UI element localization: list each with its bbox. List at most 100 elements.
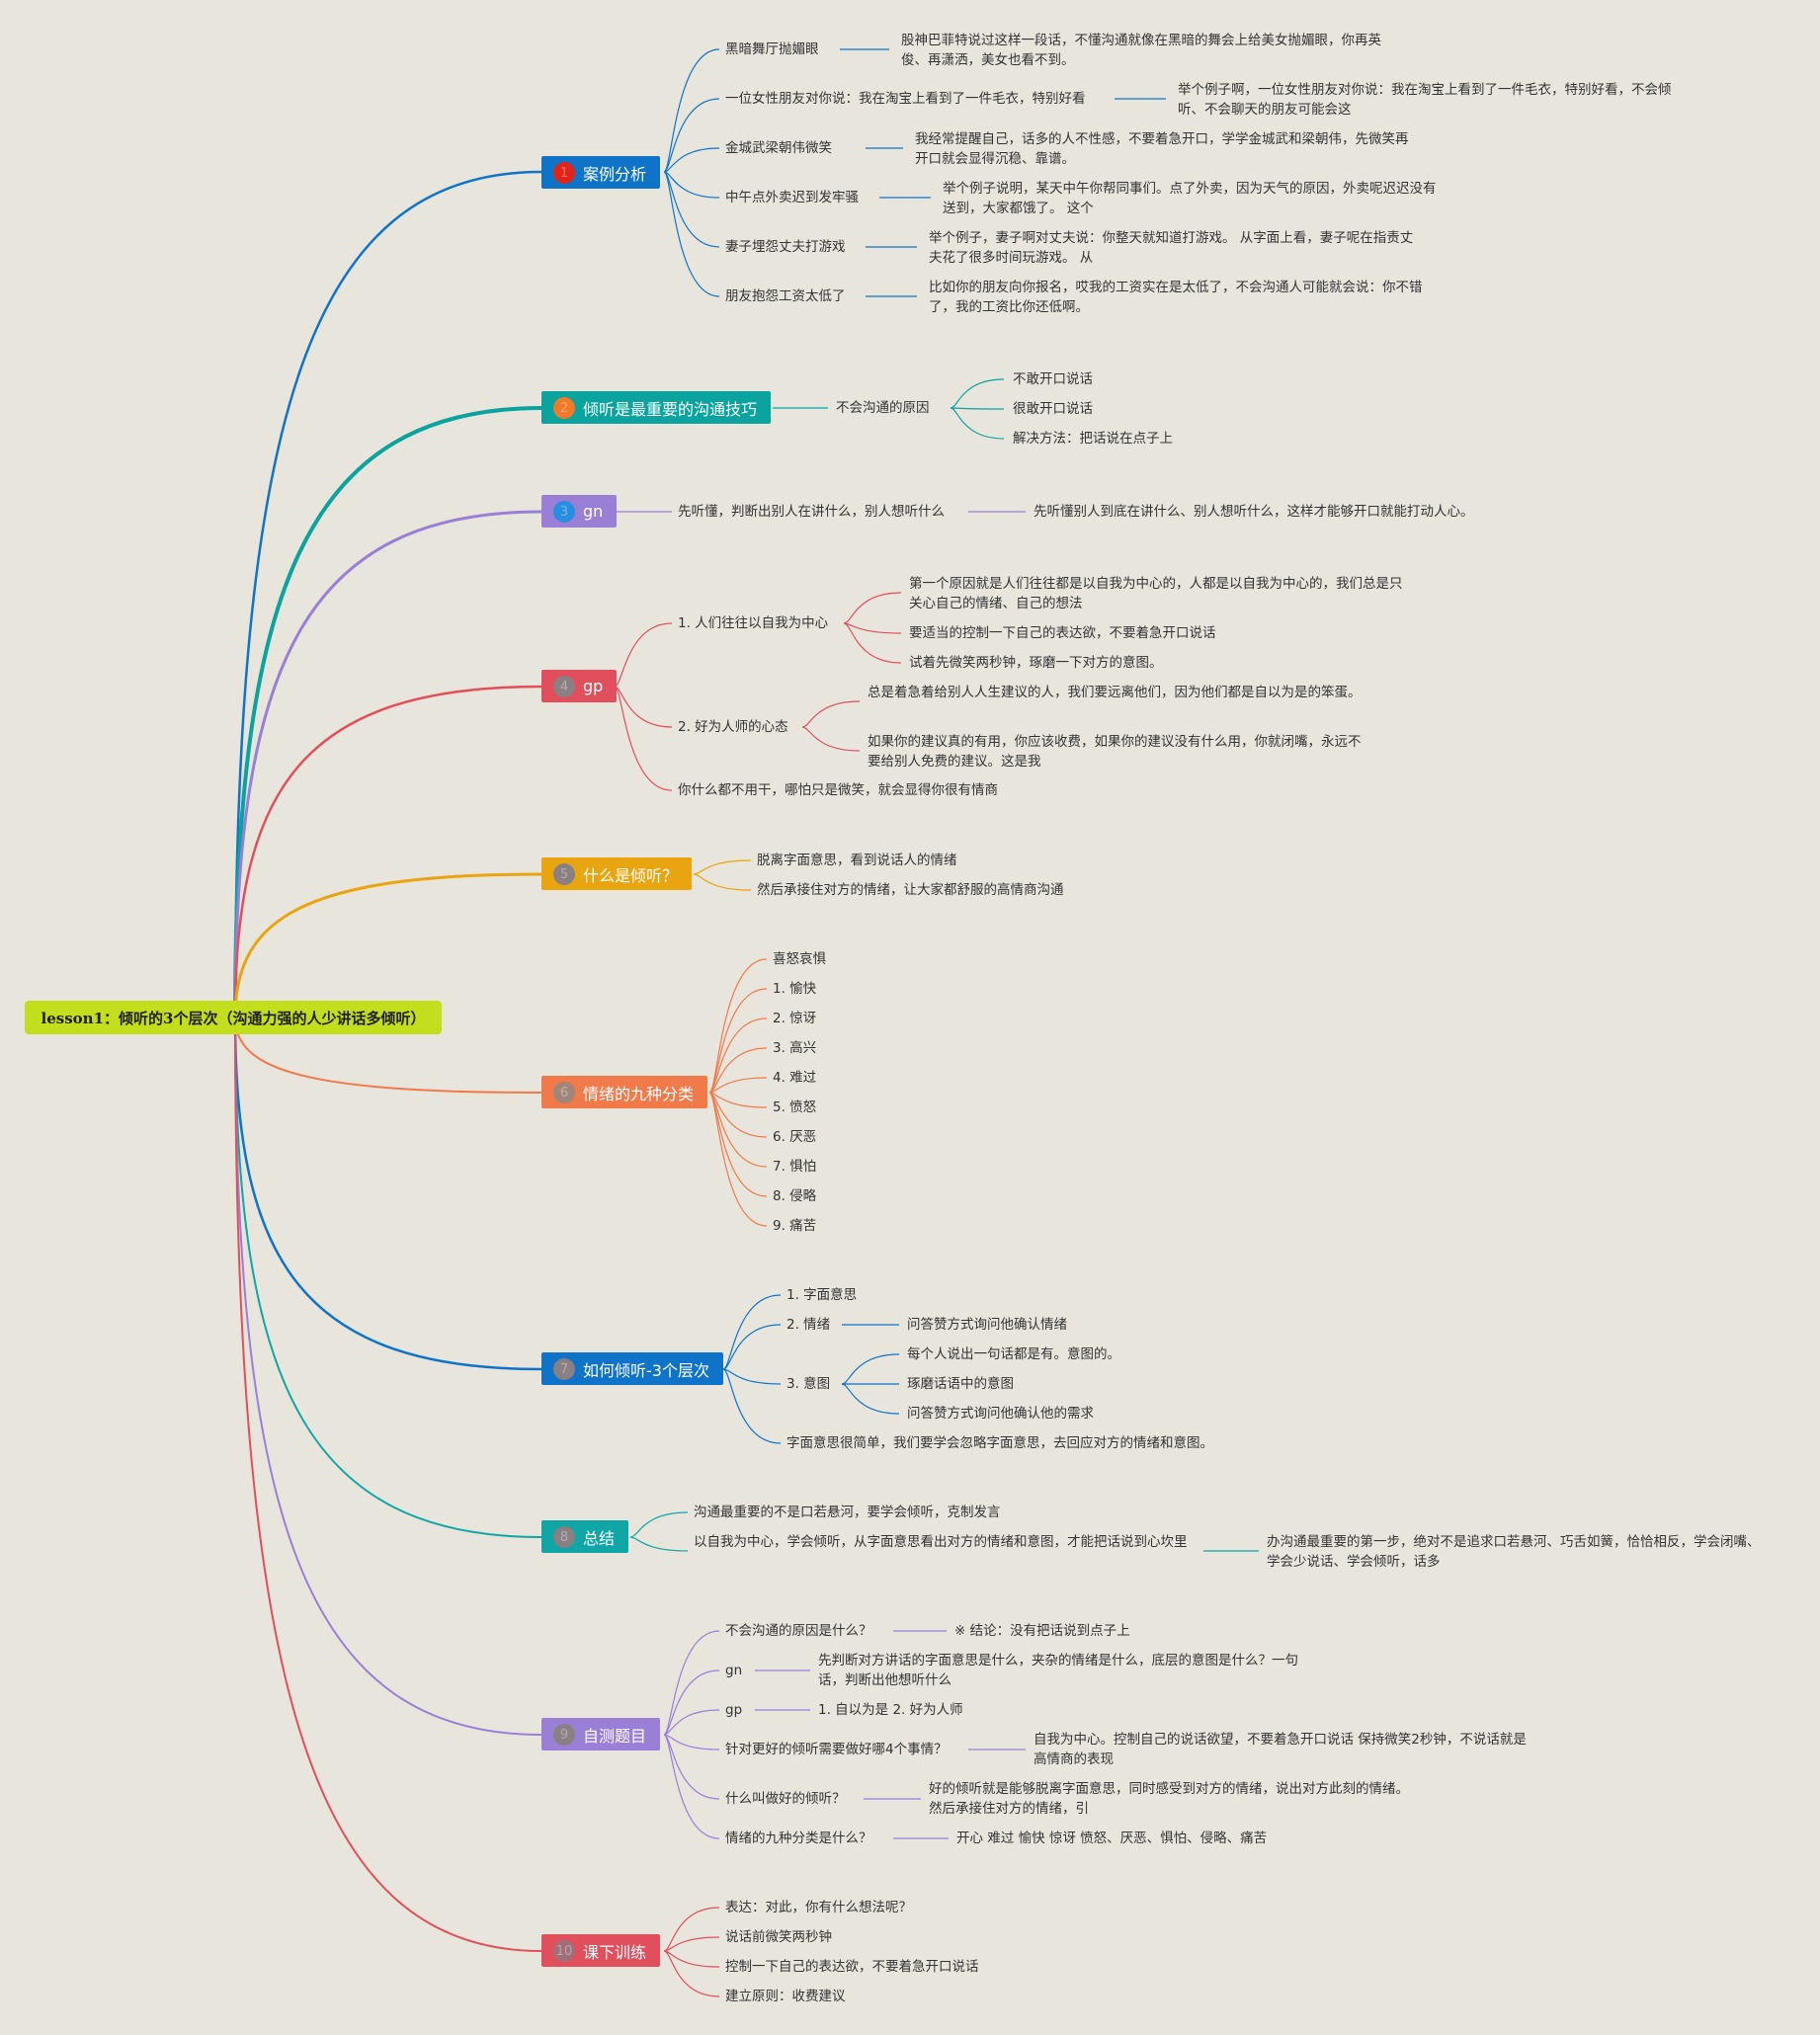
leaf-item[interactable]: 然后承接住对方的情绪，让大家都舒服的高情商沟通 <box>757 882 1064 898</box>
number-badge: 7 <box>553 1358 575 1380</box>
sub-topic[interactable]: 2. 好为人师的心态 <box>678 719 788 735</box>
leaf-item[interactable]: 琢磨话语中的意图 <box>907 1376 1014 1392</box>
sub-topic[interactable]: 1. 人们往往以自我为中心 <box>678 615 829 631</box>
branch-how-to-listen[interactable]: 7 如何倾听-3个层次 <box>541 1352 723 1385</box>
leaf-item[interactable]: 第一个原因就是人们往往都是以自我为中心的，人都是以自我为中心的，我们总是只关心自… <box>909 576 1403 611</box>
child-connector <box>722 1368 782 1385</box>
quiz-answer: 自我为中心。控制自己的说话欲望，不要着急开口说话 保持微笑2秒钟，不说话就是高情… <box>1034 1732 1527 1767</box>
emotion-item[interactable]: 9. 痛苦 <box>773 1218 817 1234</box>
case-item[interactable]: 中午点外卖迟到发牢骚 <box>725 190 859 205</box>
sub-topic[interactable]: 先听懂，判断出别人在讲什么，别人想听什么 <box>678 504 945 520</box>
emotion-item[interactable]: 8. 侵略 <box>773 1188 817 1204</box>
sub-topic[interactable]: 你什么都不用干，哪怕只是微笑，就会显得你很有情商 <box>678 782 998 798</box>
leaf-item[interactable]: 问答赞方式询问他确认他的需求 <box>907 1406 1094 1422</box>
leaf-item[interactable]: 表达：对此，你有什么想法呢？ <box>725 1900 912 1915</box>
case-note: 举个例子，妻子啊对丈夫说：你整天就知道打游戏。 从字面上看，妻子呢在指责丈夫花了… <box>929 230 1414 266</box>
branch-summary[interactable]: 8 总结 <box>541 1520 629 1553</box>
child-connector <box>663 98 720 173</box>
emotion-item[interactable]: 6. 厌恶 <box>773 1129 817 1145</box>
leaf-item[interactable]: 如果你的建议真的有用，你应该收费，如果你的建议没有什么用，你就闭嘴，永远不要给别… <box>868 734 1362 770</box>
leaf-item[interactable]: 以自我为中心，学会倾听，从字面意思看出对方的情绪和意图，才能把话说到心坎里 <box>694 1534 1188 1550</box>
emotion-item[interactable]: 5. 愤怒 <box>773 1099 817 1115</box>
child-connector <box>950 407 1005 410</box>
branch-self-test[interactable]: 9 自测题目 <box>541 1718 661 1750</box>
child-connector <box>663 1734 720 1800</box>
leaf-item[interactable]: 总是着急着给别人人生建议的人，我们要远离他们，因为他们都是自以为是的笨蛋。 <box>868 685 1362 700</box>
branch-connector <box>233 1017 542 1371</box>
quiz-question[interactable]: 什么叫做好的倾听？ <box>725 1791 846 1807</box>
branch-gn[interactable]: 3 gn <box>541 495 618 528</box>
child-connector <box>663 1734 720 1750</box>
leaf-item[interactable]: 沟通最重要的不是口若悬河，要学会倾听，克制发言 <box>694 1505 1001 1520</box>
child-connector <box>629 1536 689 1552</box>
case-item[interactable]: 朋友抱怨工资太低了 <box>725 288 846 304</box>
emotion-item[interactable]: 喜怒哀惧 <box>773 951 826 967</box>
child-connector <box>841 1353 900 1385</box>
child-connector <box>708 1092 768 1197</box>
level-item[interactable]: 1. 字面意思 <box>786 1287 858 1303</box>
leaf-item[interactable]: 试着先微笑两秒钟，琢磨一下对方的意图。 <box>909 655 1163 671</box>
child-connector <box>663 1734 720 1839</box>
leaf-item[interactable]: 不敢开口说话 <box>1013 371 1093 387</box>
leaf-item[interactable]: 每个人说出一句话都是有。意图的。 <box>907 1346 1120 1362</box>
child-connector <box>950 378 1005 409</box>
leaf-item[interactable]: 建立原则：收费建议 <box>725 1989 846 2004</box>
child-connector <box>693 859 752 875</box>
sub-topic[interactable]: 不会沟通的原因 <box>836 400 930 416</box>
leaf-item[interactable]: 很敢开口说话 <box>1013 401 1093 417</box>
leaf-item[interactable]: 说话前微笑两秒钟 <box>725 1929 832 1945</box>
quiz-question[interactable]: gn <box>725 1663 743 1678</box>
child-connector <box>722 1368 782 1444</box>
child-connector <box>708 1077 768 1094</box>
level-item[interactable]: 2. 情绪 <box>786 1317 831 1333</box>
case-note: 举个例子啊，一位女性朋友对你说：我在淘宝上看到了一件毛衣，特别好看，不会倾听、不… <box>1178 82 1672 118</box>
leaf-item[interactable]: 要适当的控制一下自己的表达欲，不要着急开口说话 <box>909 625 1216 641</box>
branch-connector <box>233 406 542 1018</box>
branch-gp[interactable]: 4 gp <box>541 670 618 702</box>
child-connector <box>663 1630 720 1736</box>
quiz-question[interactable]: 针对更好的倾听需要做好哪4个事情？ <box>725 1742 948 1757</box>
emotion-item[interactable]: 3. 高兴 <box>773 1040 817 1056</box>
branch-connector <box>234 1017 542 1094</box>
case-note: 我经常提醒自己，话多的人不性感，不要着急开口，学学金城武和梁朝伟，先微笑再开口就… <box>915 131 1409 167</box>
quiz-answer: 好的倾听就是能够脱离字面意思，同时感受到对方的情绪，说出对方此刻的情绪。 然后承… <box>929 1781 1409 1817</box>
branch-homework[interactable]: 10 课下训练 <box>541 1934 661 1967</box>
quiz-question[interactable]: 情绪的九种分类是什么？ <box>725 1831 872 1846</box>
branch-label: 情绪的九种分类 <box>583 1084 695 1103</box>
branch-listening-skill[interactable]: 2 倾听是最重要的沟通技巧 <box>541 391 772 424</box>
case-item[interactable]: 一位女性朋友对你说：我在淘宝上看到了一件毛衣，特别好看 <box>725 91 1086 107</box>
child-connector <box>663 171 720 297</box>
emotion-item[interactable]: 4. 难过 <box>773 1070 817 1086</box>
child-connector <box>663 1950 720 1968</box>
leaf-item[interactable]: 解决方法：把话说在点子上 <box>1013 431 1173 447</box>
leaf-item[interactable]: 控制一下自己的表达欲，不要着急开口说话 <box>725 1959 979 1975</box>
leaf-item[interactable]: 脱离字面意思，看到说话人的情绪 <box>757 853 957 868</box>
root-topic[interactable]: lesson1：倾听的3个层次（沟通力强的人少讲话多倾听） <box>25 1001 442 1034</box>
branch-case-analysis[interactable]: 1 案例分析 <box>541 156 661 189</box>
child-connector <box>843 622 902 664</box>
branch-label: gn <box>583 502 604 521</box>
quiz-answer: ※ 结论：没有把话说到点子上 <box>954 1623 1130 1639</box>
case-item[interactable]: 黑暗舞厅抛媚眼 <box>725 41 819 57</box>
branch-what-is-listening[interactable]: 5 什么是倾听？ <box>541 857 693 890</box>
level-item[interactable]: 3. 意图 <box>786 1376 831 1392</box>
child-connector <box>841 1383 900 1415</box>
branch-emotion-types[interactable]: 6 情绪的九种分类 <box>541 1076 708 1108</box>
emotion-item[interactable]: 7. 惧怕 <box>773 1159 817 1175</box>
branch-label: gp <box>583 677 604 695</box>
child-connector <box>663 1950 720 1997</box>
branch-connector <box>234 1017 542 1538</box>
quiz-question[interactable]: gp <box>725 1702 743 1718</box>
emotion-item[interactable]: 2. 惊讶 <box>773 1011 817 1026</box>
child-connector <box>663 48 720 173</box>
child-connector <box>663 147 720 173</box>
child-connector <box>708 988 768 1094</box>
case-item[interactable]: 妻子埋怨丈夫打游戏 <box>725 239 846 255</box>
leaf-item[interactable]: 问答赞方式询问他确认情绪 <box>907 1317 1067 1333</box>
quiz-question[interactable]: 不会沟通的原因是什么？ <box>725 1623 872 1639</box>
emotion-item[interactable]: 1. 愉快 <box>773 981 817 997</box>
level-item[interactable]: 字面意思很简单，我们要学会忽略字面意思，去回应对方的情绪和意图。 <box>786 1435 1213 1451</box>
case-item[interactable]: 金城武梁朝伟微笑 <box>725 140 832 156</box>
